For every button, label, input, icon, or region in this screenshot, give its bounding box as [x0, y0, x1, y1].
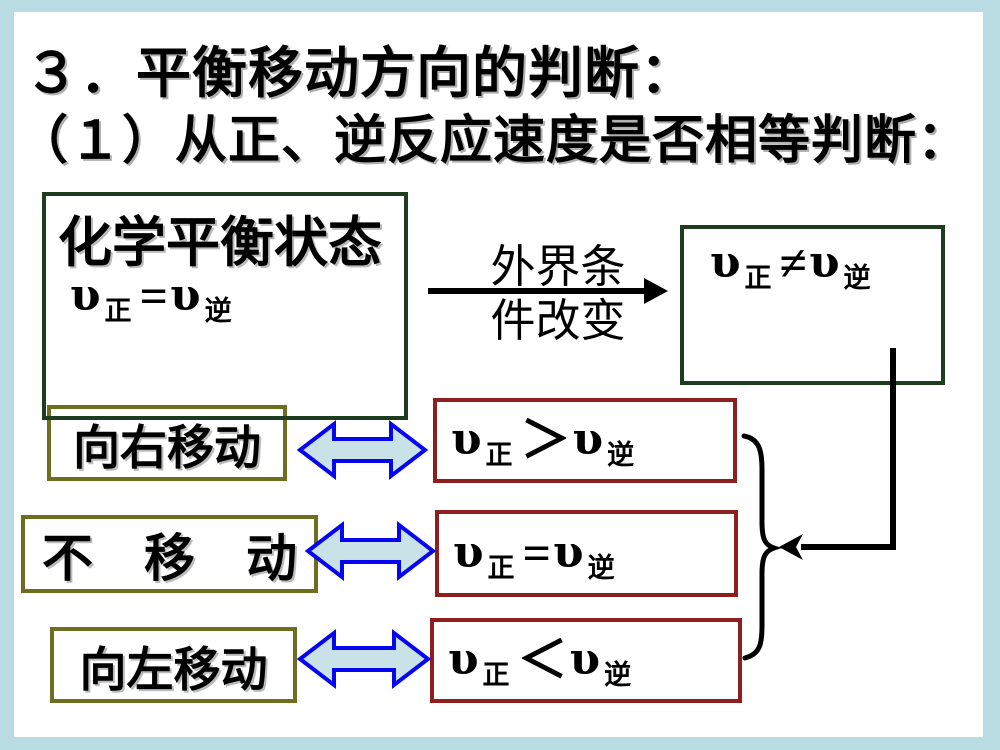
condition-label-bottom: 件改变 [490, 296, 626, 346]
upsilon-symbol: υ [553, 527, 584, 578]
equals-operator: = [139, 268, 169, 324]
upsilon-symbol: υ [70, 270, 101, 321]
forward-subscript: 正 [744, 263, 772, 293]
move-left-label: 向左移动 [79, 644, 268, 697]
slide-content: ３．平衡移动方向的判断： （１）从正、逆反应速度是否相等判断： 化学平衡状态 υ… [14, 12, 983, 737]
reverse-subscript: 逆 [843, 263, 871, 293]
no-move-box: 不 移 动 [21, 515, 318, 593]
upsilon-symbol: υ [569, 634, 601, 685]
equilibrium-state-label: 化学平衡状态 [58, 213, 382, 273]
upsilon-symbol: υ [453, 527, 484, 578]
move-right-box: 向右移动 [47, 405, 287, 481]
forward-subscript: 正 [104, 296, 132, 326]
title-line-1: ３．平衡移动方向的判断： [24, 43, 697, 104]
reverse-subscript: 逆 [587, 553, 615, 583]
forward-subscript: 正 [482, 660, 510, 690]
forward-subscript: 正 [487, 553, 515, 583]
upsilon-symbol: υ [710, 237, 741, 288]
upsilon-symbol: υ [451, 414, 482, 465]
greater-than-operator: ＞ [520, 412, 571, 468]
forward-subscript: 正 [485, 440, 513, 470]
no-move-label: 不 移 动 [41, 532, 297, 588]
upsilon-symbol: υ [448, 634, 479, 685]
move-left-box: 向左移动 [50, 627, 297, 703]
less-than-operator: ＜ [517, 632, 568, 688]
move-right-label: 向右移动 [73, 422, 261, 475]
equals-operator: = [522, 525, 552, 581]
reverse-subscript: 逆 [604, 660, 632, 690]
upsilon-symbol: υ [808, 237, 840, 288]
upsilon-symbol: υ [170, 270, 201, 321]
not-equal-operator: ≠ [779, 235, 807, 291]
title-line-2: （１）从正、逆反应速度是否相等判断： [16, 113, 971, 170]
condition-label-top: 外界条 [490, 242, 626, 292]
reverse-subscript: 逆 [607, 440, 635, 470]
upsilon-symbol: υ [572, 414, 604, 465]
reverse-subscript: 逆 [204, 296, 232, 326]
